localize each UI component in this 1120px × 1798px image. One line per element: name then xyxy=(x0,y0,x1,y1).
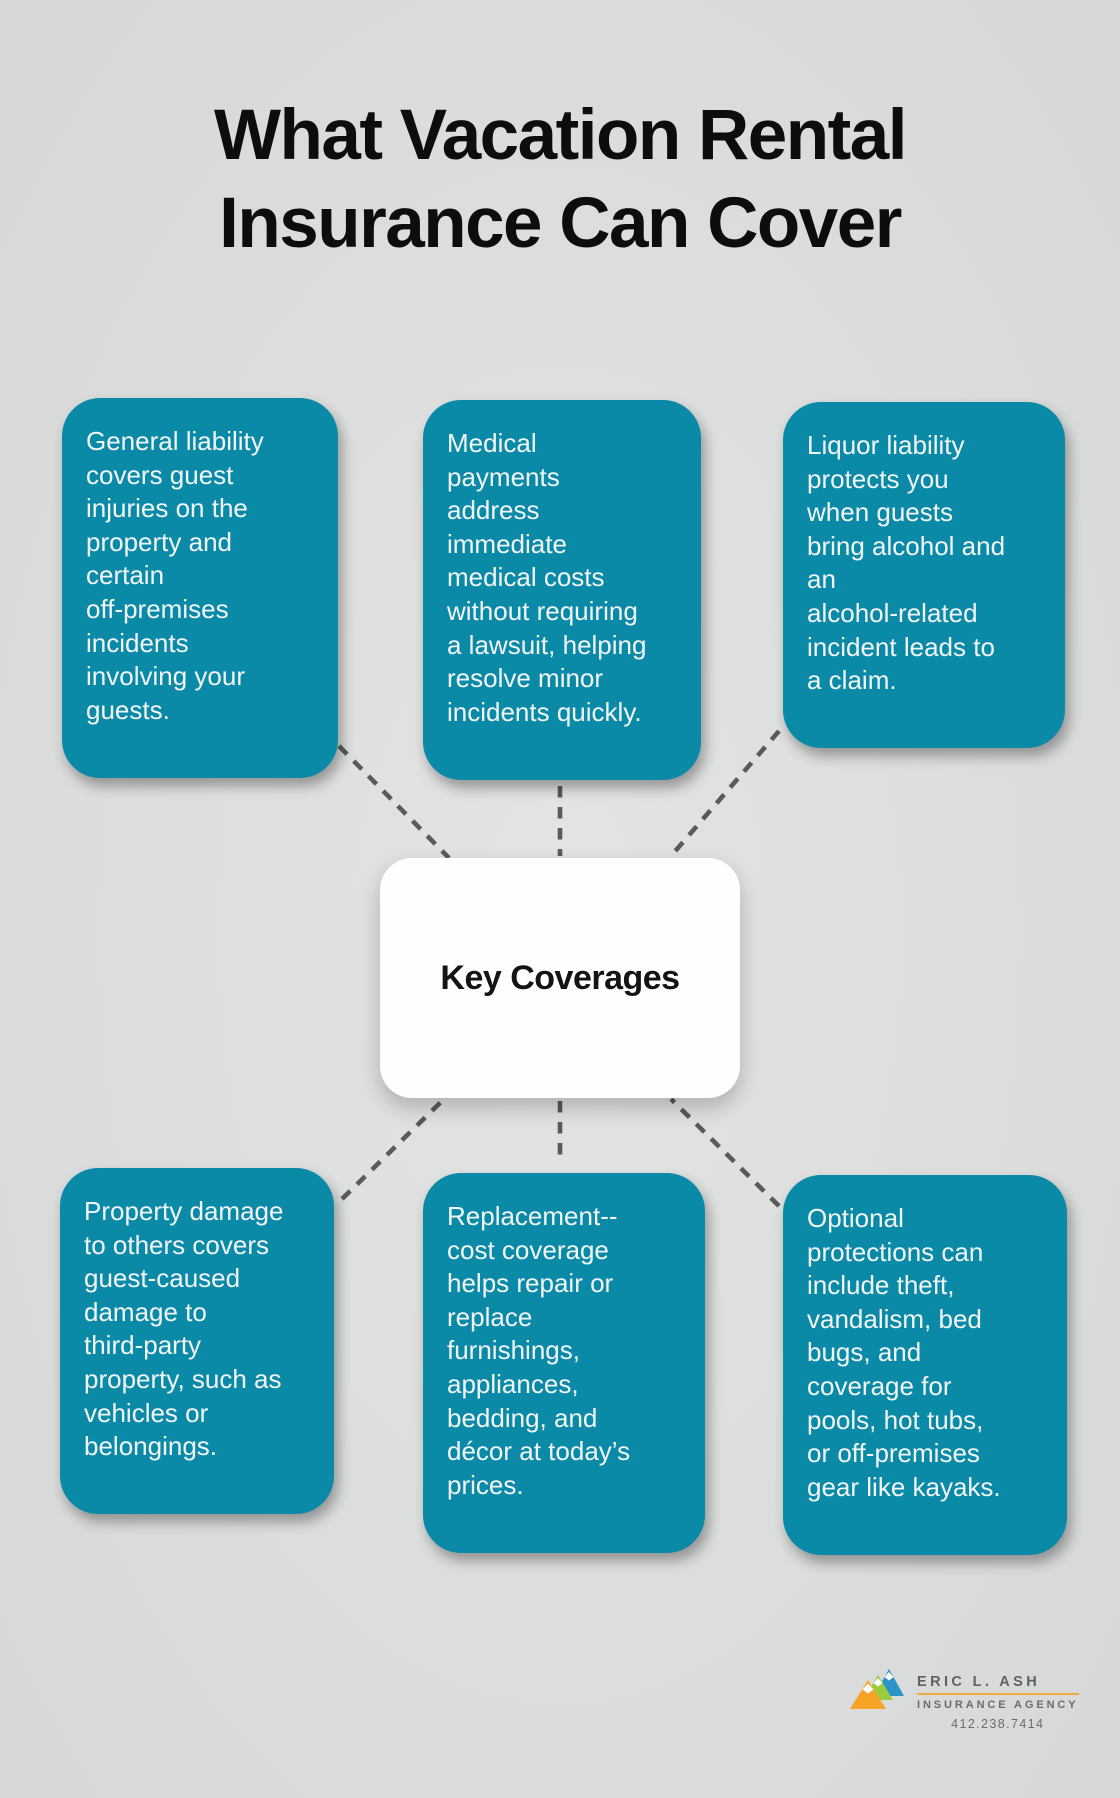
coverage-box-liquor-liability: Liquor liability protects you when guest… xyxy=(783,402,1065,748)
agency-logo: ERIC L. ASH INSURANCE AGENCY 412.238.741… xyxy=(848,1666,1079,1731)
key-coverages-label: Key Coverages xyxy=(440,958,680,997)
coverage-text-property-damage: Property damage to others covers guest-c… xyxy=(84,1196,284,1462)
coverage-box-medical-payments: Medical payments address immediate medic… xyxy=(423,400,701,780)
coverage-text-general-liability: General liability covers guest injuries … xyxy=(86,426,264,725)
coverage-box-replacement-cost: Replacement-- cost coverage helps repair… xyxy=(423,1173,705,1553)
agency-phone: 412.238.7414 xyxy=(951,1717,1045,1731)
coverage-box-general-liability: General liability covers guest injuries … xyxy=(62,398,338,778)
agency-logo-text: ERIC L. ASH INSURANCE AGENCY 412.238.741… xyxy=(917,1666,1079,1731)
key-coverages-node: Key Coverages xyxy=(380,858,740,1098)
coverage-text-medical-payments: Medical payments address immediate medic… xyxy=(447,428,647,727)
agency-tagline: INSURANCE AGENCY xyxy=(917,1699,1079,1711)
page-title: What Vacation Rental Insurance Can Cover xyxy=(214,96,907,263)
mountain-logo-icon xyxy=(850,1669,904,1709)
logo-divider xyxy=(917,1693,1079,1695)
connector-bottom-left xyxy=(340,1097,446,1201)
agency-name: ERIC L. ASH xyxy=(917,1674,1041,1690)
coverage-text-optional-protections: Optional protections can include theft, … xyxy=(807,1203,1001,1502)
connector-top-left xyxy=(337,744,451,860)
coverage-text-liquor-liability: Liquor liability protects you when guest… xyxy=(807,430,1006,696)
connector-top-right xyxy=(669,729,781,858)
coverage-text-replacement-cost: Replacement-- cost coverage helps repair… xyxy=(447,1201,631,1500)
connector-bottom-right xyxy=(669,1097,781,1208)
coverage-box-optional-protections: Optional protections can include theft, … xyxy=(783,1175,1067,1555)
coverage-box-property-damage: Property damage to others covers guest-c… xyxy=(60,1168,334,1514)
